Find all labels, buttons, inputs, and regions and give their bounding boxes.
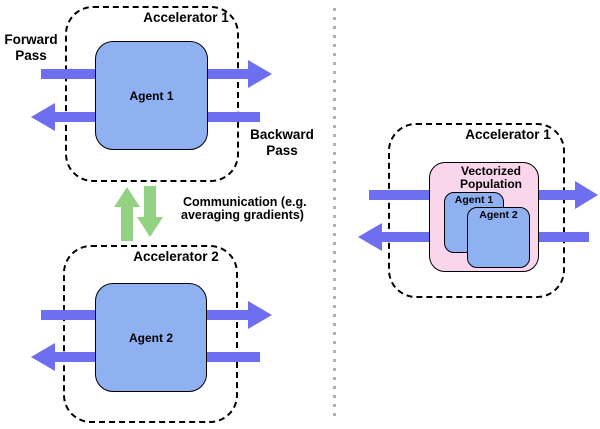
communication-up-arrow-shaft	[121, 206, 133, 241]
vectorized-accelerator-box	[388, 123, 565, 298]
accelerator-1-box	[65, 6, 239, 182]
backward-pass-label: Backward Pass	[250, 127, 314, 158]
vectorized-population-label: Vectorized Population	[460, 164, 522, 191]
communication-caption-line1: Communication (e.g.	[183, 195, 307, 209]
vectorized-agent-1-label: Agent 1	[454, 194, 494, 206]
panel-divider-dotted-line	[333, 8, 336, 420]
accelerator-2-label: Accelerator 2	[133, 249, 219, 264]
communication-up-arrow-head-icon	[114, 187, 140, 207]
forward-arrow-head-icon	[248, 60, 272, 88]
agent-2-box: Agent 2	[95, 283, 207, 392]
vectorized-forward-arrow-head-icon	[575, 181, 598, 209]
backward-arrow-head-icon-2	[31, 343, 55, 371]
forward-arrow-head-icon-2	[248, 301, 272, 329]
backward-arrow-head-icon	[31, 103, 55, 131]
vectorized-backward-arrow-head-icon	[358, 223, 382, 251]
vectorized-agent-2-label: Agent 2	[479, 209, 518, 221]
forward-pass-label: Forward Pass	[4, 32, 58, 63]
communication-down-arrow-head-icon	[137, 217, 163, 237]
agent-1-box: Agent 1	[95, 41, 208, 150]
agent-1-label: Agent 1	[129, 88, 174, 103]
agent-2-label: Agent 2	[128, 330, 173, 345]
accelerator-2-box	[63, 245, 238, 423]
accelerator-1-label: Accelerator 1	[143, 10, 229, 25]
communication-caption-line2: averaging gradients)	[181, 208, 304, 222]
vectorized-accelerator-label: Accelerator 1	[465, 127, 551, 142]
communication-down-arrow-shaft	[144, 186, 156, 218]
vectorized-agent-2-box: Agent 2	[467, 207, 530, 268]
